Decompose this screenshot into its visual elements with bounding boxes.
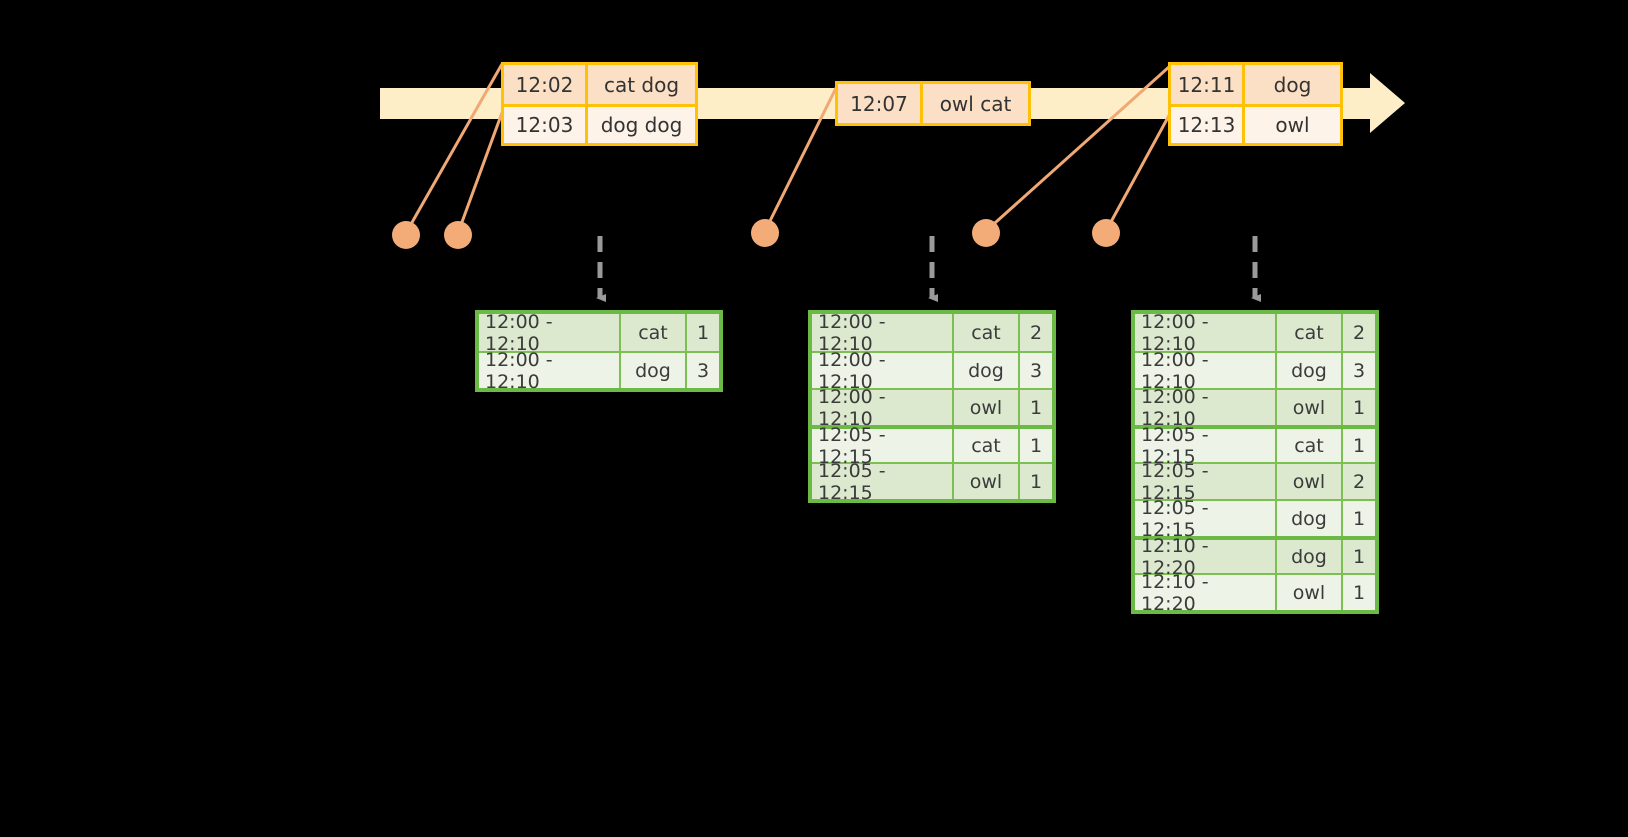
word-cell: cat [954, 314, 1020, 351]
window-cell: 12:10 - 12:20 [1135, 535, 1277, 579]
word-cell: dog [1277, 501, 1343, 536]
word-cell: cat [621, 314, 687, 351]
event-row: 12:02 cat dog [504, 65, 695, 104]
count-cell: 2 [1352, 321, 1366, 344]
table-row: 12:05 - 12:15 dog 1 [1135, 497, 1375, 541]
event-box-1[interactable]: 12:02 cat dog 12:03 dog dog [501, 62, 698, 146]
leader-line-5 [1104, 109, 1174, 232]
count-cell: 1 [1352, 545, 1366, 568]
word-cell: dog [954, 353, 1020, 388]
event-row: 12:13 owl [1171, 104, 1340, 143]
word-cell: owl [954, 390, 1020, 425]
event-dot-1 [392, 221, 420, 249]
table-row: 12:00 - 12:10 cat 2 [812, 311, 1052, 355]
window-cell: 12:00 - 12:10 [1135, 311, 1277, 355]
window-cell: 12:05 - 12:15 [1135, 497, 1277, 541]
event-dot-3 [751, 219, 779, 247]
count-cell: 2 [1029, 321, 1043, 344]
event-words: owl cat [939, 91, 1012, 116]
count-cell: 3 [1029, 359, 1043, 382]
word-cell: owl [954, 464, 1020, 499]
table-row: 12:00 - 12:10 cat 2 [1135, 311, 1375, 355]
word-cell: owl [1277, 390, 1343, 425]
result-table-3: 12:00 - 12:10 cat 2 12:00 - 12:10 dog 3 … [1131, 310, 1379, 615]
count-cell: 1 [1352, 581, 1366, 604]
leader-line-2 [456, 109, 505, 234]
word-cell: dog [1277, 353, 1343, 388]
table-row: 12:05 - 12:15 owl 1 [812, 460, 1052, 504]
event-row: 12:11 dog [1171, 65, 1340, 104]
table-row: 12:00 - 12:10 dog 3 [812, 349, 1052, 393]
event-dot-5 [1092, 219, 1120, 247]
event-time: 12:11 [1171, 65, 1245, 104]
window-cell: 12:00 - 12:10 [812, 349, 954, 393]
word-cell: owl [1277, 464, 1343, 499]
event-dots [392, 219, 1120, 249]
event-dot-2 [444, 221, 472, 249]
event-time: 12:03 [504, 107, 588, 143]
event-time: 12:13 [1171, 107, 1245, 143]
window-cell: 12:05 - 12:15 [812, 424, 954, 468]
window-cell: 12:00 - 12:10 [812, 311, 954, 355]
word-cell: owl [1277, 575, 1343, 610]
count-cell: 1 [1352, 434, 1366, 457]
table-row: 12:10 - 12:20 owl 1 [1135, 571, 1375, 615]
event-box-3[interactable]: 12:11 dog 12:13 owl [1168, 62, 1343, 146]
count-cell: 1 [1352, 507, 1366, 530]
window-cell: 12:00 - 12:10 [479, 349, 621, 393]
event-words: owl [1275, 113, 1310, 137]
event-words: dog dog [600, 113, 683, 137]
word-cell: cat [954, 429, 1020, 462]
count-cell: 3 [696, 359, 710, 382]
window-cell: 12:05 - 12:15 [1135, 460, 1277, 504]
timeline-arrowhead-icon [1370, 73, 1405, 133]
window-cell: 12:00 - 12:10 [812, 386, 954, 430]
window-cell: 12:00 - 12:10 [479, 311, 621, 355]
word-cell: cat [1277, 429, 1343, 462]
event-row: 12:03 dog dog [504, 104, 695, 143]
word-cell: dog [621, 353, 687, 388]
count-cell: 2 [1352, 470, 1366, 493]
event-words: cat dog [603, 72, 680, 97]
window-cell: 12:05 - 12:15 [1135, 424, 1277, 468]
event-dot-4 [972, 219, 1000, 247]
table-row: 12:00 - 12:10 owl 1 [812, 386, 1052, 430]
event-words: dog [1273, 72, 1312, 97]
window-cell: 12:00 - 12:10 [1135, 386, 1277, 430]
event-time: 12:02 [504, 65, 588, 104]
table-row: 12:05 - 12:15 cat 1 [812, 424, 1052, 468]
count-cell: 3 [1352, 359, 1366, 382]
count-cell: 1 [696, 321, 710, 344]
count-cell: 1 [1352, 396, 1366, 419]
table-row: 12:00 - 12:10 dog 3 [1135, 349, 1375, 393]
count-cell: 1 [1029, 470, 1043, 493]
table-row: 12:00 - 12:10 dog 3 [479, 349, 719, 393]
event-row: 12:07 owl cat [838, 84, 1028, 123]
window-cell: 12:00 - 12:10 [1135, 349, 1277, 393]
window-cell: 12:05 - 12:15 [812, 460, 954, 504]
table-row: 12:05 - 12:15 owl 2 [1135, 460, 1375, 504]
result-table-1: 12:00 - 12:10 cat 1 12:00 - 12:10 dog 3 [475, 310, 723, 393]
result-table-2: 12:00 - 12:10 cat 2 12:00 - 12:10 dog 3 … [808, 310, 1056, 504]
window-cell: 12:10 - 12:20 [1135, 571, 1277, 615]
emit-arrows [596, 236, 1261, 302]
word-cell: cat [1277, 314, 1343, 351]
event-box-2[interactable]: 12:07 owl cat [835, 81, 1031, 126]
table-row: 12:10 - 12:20 dog 1 [1135, 535, 1375, 579]
table-row: 12:00 - 12:10 owl 1 [1135, 386, 1375, 430]
table-row: 12:05 - 12:15 cat 1 [1135, 424, 1375, 468]
count-cell: 1 [1029, 434, 1043, 457]
word-cell: dog [1277, 540, 1343, 573]
event-time: 12:07 [838, 84, 923, 123]
count-cell: 1 [1029, 396, 1043, 419]
table-row: 12:00 - 12:10 cat 1 [479, 311, 719, 355]
